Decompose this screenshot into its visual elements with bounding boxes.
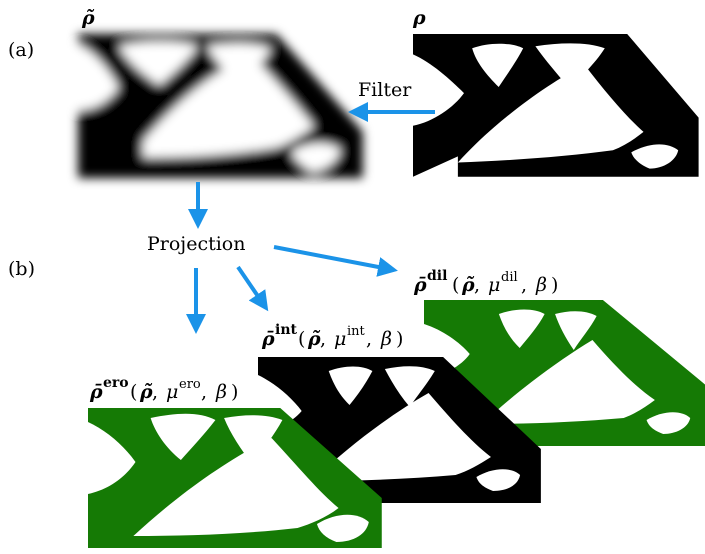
intermediate-label: ρ̄ int ( ρ̃ , μ int , β ) — [261, 322, 403, 350]
eroded-beta: β — [215, 381, 227, 403]
eroded-sep1: , — [152, 381, 158, 403]
panel-a-label: (a) — [8, 39, 34, 61]
eroded-mu: μ — [166, 381, 178, 403]
dilated-arg1: ρ̃ — [461, 274, 475, 296]
dilated-args-open: ( — [452, 274, 459, 296]
density-symbol: ρ — [412, 7, 426, 29]
filter-label: Filter — [358, 79, 412, 101]
eroded-design — [88, 408, 382, 548]
dilated-mu-sup: dil — [501, 270, 518, 285]
eroded-symbol: ρ̄ — [89, 381, 103, 403]
intermediate-mu: μ — [334, 328, 346, 350]
intermediate-symbol: ρ̄ — [261, 328, 275, 350]
panel-b-label: (b) — [8, 258, 35, 280]
dilated-sep2: , — [521, 274, 527, 296]
filtered-density-symbol: ρ̃ — [81, 7, 95, 29]
intermediate-sep2: , — [366, 328, 372, 350]
dilated-symbol: ρ̄ — [413, 274, 427, 296]
dilated-sep1: , — [474, 274, 480, 296]
eroded-superscript: ero — [103, 375, 129, 391]
projection-to-intermediate-arrow — [236, 265, 269, 312]
dilated-args-close: ) — [551, 274, 558, 296]
projection-label: Projection — [147, 233, 245, 255]
intermediate-args-close: ) — [396, 328, 403, 350]
eroded-mu-sup: ero — [179, 377, 201, 392]
filtered-design — [78, 34, 363, 179]
intermediate-args-open: ( — [298, 328, 305, 350]
eroded-args-close: ) — [231, 381, 238, 403]
dilated-superscript: dil — [427, 268, 447, 284]
eroded-arg1: ρ̃ — [139, 381, 153, 403]
intermediate-superscript: int — [275, 322, 297, 338]
dilated-beta: β — [535, 274, 547, 296]
dilated-mu: μ — [488, 274, 500, 296]
intermediate-beta: β — [380, 328, 392, 350]
intermediate-sep1: , — [320, 328, 326, 350]
eroded-args-open: ( — [130, 381, 137, 403]
eroded-label: ρ̄ ero ( ρ̃ , μ ero , β ) — [89, 375, 238, 403]
projection-to-dilated-arrow — [273, 245, 398, 277]
intermediate-mu-sup: int — [347, 324, 366, 339]
intermediate-arg1: ρ̃ — [307, 328, 321, 350]
eroded-sep2: , — [201, 381, 207, 403]
density-design — [413, 34, 699, 177]
dilated-label: ρ̄ dil ( ρ̃ , μ dil , β ) — [413, 268, 558, 296]
